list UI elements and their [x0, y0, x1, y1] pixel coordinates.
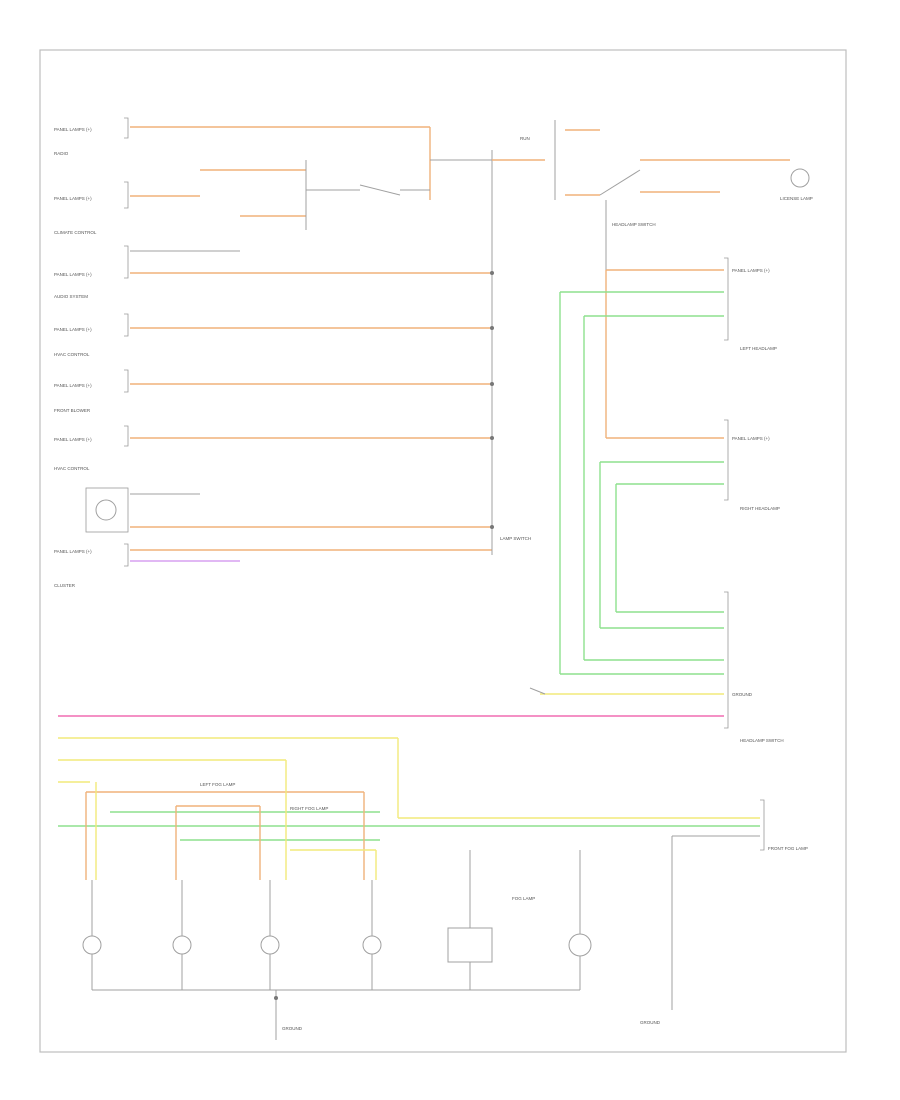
label-hvac-control: HVAC CONTROL [54, 352, 90, 357]
label-panel-lamps-r1: PANEL LAMPS (+) [732, 268, 770, 273]
label-ground: GROUND [732, 692, 753, 697]
diagram-frame [39, 49, 847, 1053]
label-hvac-control-2: HVAC CONTROL [54, 466, 90, 471]
label-run: RUN [520, 136, 530, 141]
label-panel-lamps-3: PANEL LAMPS (+) [54, 272, 92, 277]
right-labels: PANEL LAMPS (+) LEFT HEADLAMP PANEL LAMP… [732, 268, 808, 851]
label-panel-lamps-2: PANEL LAMPS (+) [54, 196, 92, 201]
label-panel-lamps-7: PANEL LAMPS (+) [54, 549, 92, 554]
top-right-labels: RUN LICENSE LAMP HEADLAMP SWITCH [520, 136, 813, 227]
label-panel-lamps-5: PANEL LAMPS (+) [54, 383, 92, 388]
label-left-headlamp: LEFT HEADLAMP [740, 346, 777, 351]
label-ground-bottom: GROUND [282, 1026, 303, 1031]
label-cluster: CLUSTER [54, 583, 76, 588]
label-headlamp-switch: HEADLAMP SWITCH [612, 222, 656, 227]
label-climate-control: CLIMATE CONTROL [54, 230, 97, 235]
label-right-headlamp: RIGHT HEADLAMP [740, 506, 780, 511]
label-left-fog-lamp: LEFT FOG LAMP [200, 782, 235, 787]
left-labels: PANEL LAMPS (+) RADIO PANEL LAMPS (+) CL… [54, 127, 531, 588]
top-right-switch [492, 120, 810, 270]
label-fog-lamp: FOG LAMP [512, 896, 535, 901]
label-ground-right: GROUND [640, 1020, 661, 1025]
left-panel-lamp-feeds [85, 117, 494, 567]
label-front-fog-lamp: FRONT FOG LAMP [768, 846, 808, 851]
label-panel-lamps-1: PANEL LAMPS (+) [54, 127, 92, 132]
label-radio: RADIO [54, 151, 69, 156]
label-panel-lamps-6: PANEL LAMPS (+) [54, 437, 92, 442]
label-lamp-switch: LAMP SWITCH [500, 536, 531, 541]
label-front-blower: FRONT BLOWER [54, 408, 91, 413]
label-right-fog-lamp: RIGHT FOG LAMP [290, 806, 328, 811]
bottom-fog-circuits [58, 715, 760, 1040]
label-audio-system: AUDIO SYSTEM [54, 294, 88, 299]
label-panel-lamps-4: PANEL LAMPS (+) [54, 327, 92, 332]
label-panel-lamps-r2: PANEL LAMPS (+) [732, 436, 770, 441]
right-connectors [529, 257, 765, 851]
label-headlamp-switch-2: HEADLAMP SWITCH [740, 738, 784, 743]
label-license-lamp: LICENSE LAMP [780, 196, 813, 201]
bottom-labels: LEFT FOG LAMP RIGHT FOG LAMP FOG LAMP GR… [200, 782, 661, 1031]
